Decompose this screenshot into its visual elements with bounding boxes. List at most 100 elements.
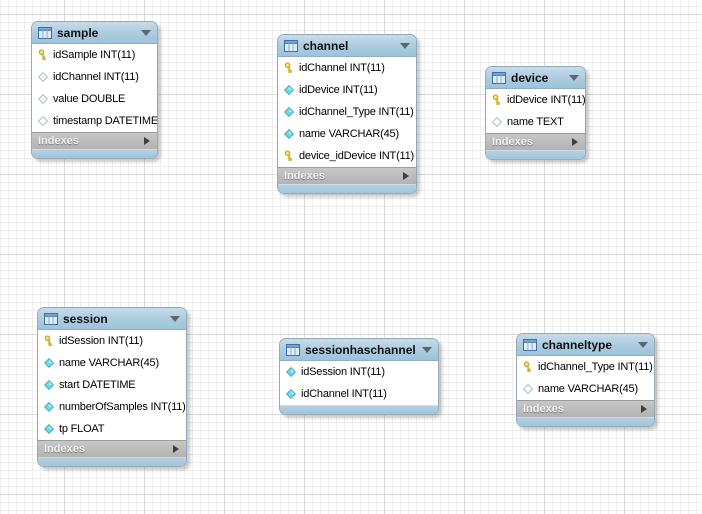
collapse-arrow-icon[interactable] [400,42,410,49]
nullable-diamond-icon [522,384,534,394]
column-row[interactable]: idDevice INT(11) [486,89,585,111]
column-label: name VARCHAR(45) [59,357,159,369]
nullable-diamond-icon [37,94,49,104]
column-label: name VARCHAR(45) [538,383,638,395]
indexes-label: Indexes [523,403,564,415]
table-header[interactable]: channel [278,35,416,57]
primary-key-icon [43,335,55,347]
column-row[interactable]: name VARCHAR(45) [38,352,186,374]
notnull-diamond-icon [285,389,297,399]
indexes-label: Indexes [284,170,325,182]
column-row[interactable]: idSample INT(11) [32,44,157,66]
table-frame: channel idChannel INT(11) idDevice INT(11)… [277,34,417,194]
nullable-diamond-icon [37,72,49,82]
table-node-device[interactable]: device idDevice INT(11) name TEXT Indexes [485,66,586,160]
table-header[interactable]: session [38,308,186,330]
table-node-session[interactable]: session idSession INT(11) name VARCHAR(45)… [37,307,187,467]
indexes-bar[interactable]: Indexes [517,400,654,417]
table-title: device [511,70,549,85]
table-frame: sessionhaschannel idSession INT(11) idChan… [279,338,439,415]
notnull-diamond-icon [43,424,55,434]
table-columns: idDevice INT(11) name TEXT [486,89,585,133]
expand-right-icon[interactable] [403,172,409,180]
expand-right-icon[interactable] [572,138,578,146]
expand-right-icon[interactable] [641,405,647,413]
notnull-diamond-icon [43,358,55,368]
column-row[interactable]: idChannel INT(11) [280,383,438,405]
column-label: idChannel INT(11) [299,62,385,74]
column-row[interactable]: idChannel_Type INT(11) [517,356,654,378]
column-label: idSession INT(11) [301,366,385,378]
table-icon [38,26,52,39]
table-node-sample[interactable]: sample idSample INT(11) idChannel INT(11)v… [31,21,158,159]
expand-right-icon[interactable] [173,445,179,453]
notnull-diamond-icon [283,107,295,117]
table-bottom-cap [517,417,654,426]
primary-key-icon [283,62,295,74]
column-row[interactable]: timestamp DATETIME [32,110,157,132]
table-icon [523,338,537,351]
table-header[interactable]: channeltype [517,334,654,356]
table-bottom-cap [38,457,186,466]
collapse-arrow-icon[interactable] [141,29,151,36]
table-header[interactable]: sample [32,22,157,44]
column-row[interactable]: idChannel INT(11) [32,66,157,88]
table-title: sample [57,25,99,40]
table-columns: idSession INT(11) name VARCHAR(45) start D… [38,330,186,440]
expand-right-icon[interactable] [144,137,150,145]
column-row[interactable]: idChannel_Type INT(11) [278,101,416,123]
column-label: idSample INT(11) [53,49,136,61]
collapse-arrow-icon[interactable] [422,346,432,353]
column-row[interactable]: name VARCHAR(45) [517,378,654,400]
column-row[interactable]: name VARCHAR(45) [278,123,416,145]
column-row[interactable]: idSession INT(11) [38,330,186,352]
primary-key-icon [37,49,49,61]
column-row[interactable]: idDevice INT(11) [278,79,416,101]
table-header[interactable]: device [486,67,585,89]
collapse-arrow-icon[interactable] [170,315,180,322]
primary-key-icon [283,150,295,162]
column-label: idDevice INT(11) [299,84,378,96]
primary-key-icon [491,94,503,106]
table-node-channel[interactable]: channel idChannel INT(11) idDevice INT(11)… [277,34,417,194]
notnull-diamond-icon [43,402,55,412]
indexes-bar[interactable]: Indexes [38,440,186,457]
column-row[interactable]: tp FLOAT [38,418,186,440]
primary-key-icon [522,361,534,373]
indexes-bar[interactable]: Indexes [486,133,585,150]
collapse-arrow-icon[interactable] [638,341,648,348]
column-label: idDevice INT(11) [507,94,586,106]
table-frame: sample idSample INT(11) idChannel INT(11)v… [31,21,158,159]
column-row[interactable]: device_idDevice INT(11) [278,145,416,167]
indexes-bar[interactable]: Indexes [32,132,157,149]
nullable-diamond-icon [37,116,49,126]
table-header[interactable]: sessionhaschannel [280,339,438,361]
column-label: start DATETIME [59,379,136,391]
table-columns: idChannel INT(11) idDevice INT(11) idChann… [278,57,416,167]
notnull-diamond-icon [283,129,295,139]
table-icon [492,71,506,84]
column-row[interactable]: start DATETIME [38,374,186,396]
notnull-diamond-icon [285,367,297,377]
column-label: idChannel INT(11) [301,388,387,400]
table-icon [284,39,298,52]
indexes-label: Indexes [492,136,533,148]
column-row[interactable]: name TEXT [486,111,585,133]
column-row[interactable]: numberOfSamples INT(11) [38,396,186,418]
column-label: tp FLOAT [59,423,105,435]
table-frame: session idSession INT(11) name VARCHAR(45)… [37,307,187,467]
table-columns: idSample INT(11) idChannel INT(11)value D… [32,44,157,132]
column-row[interactable]: idSession INT(11) [280,361,438,383]
column-label: name TEXT [507,116,564,128]
indexes-bar[interactable]: Indexes [278,167,416,184]
collapse-arrow-icon[interactable] [569,74,579,81]
column-label: idChannel_Type INT(11) [299,106,414,118]
column-row[interactable]: value DOUBLE [32,88,157,110]
table-title: session [63,311,108,326]
column-row[interactable]: idChannel INT(11) [278,57,416,79]
table-node-sessionhaschannel[interactable]: sessionhaschannel idSession INT(11) idChan… [279,338,439,415]
table-frame: device idDevice INT(11) name TEXT Indexes [485,66,586,160]
